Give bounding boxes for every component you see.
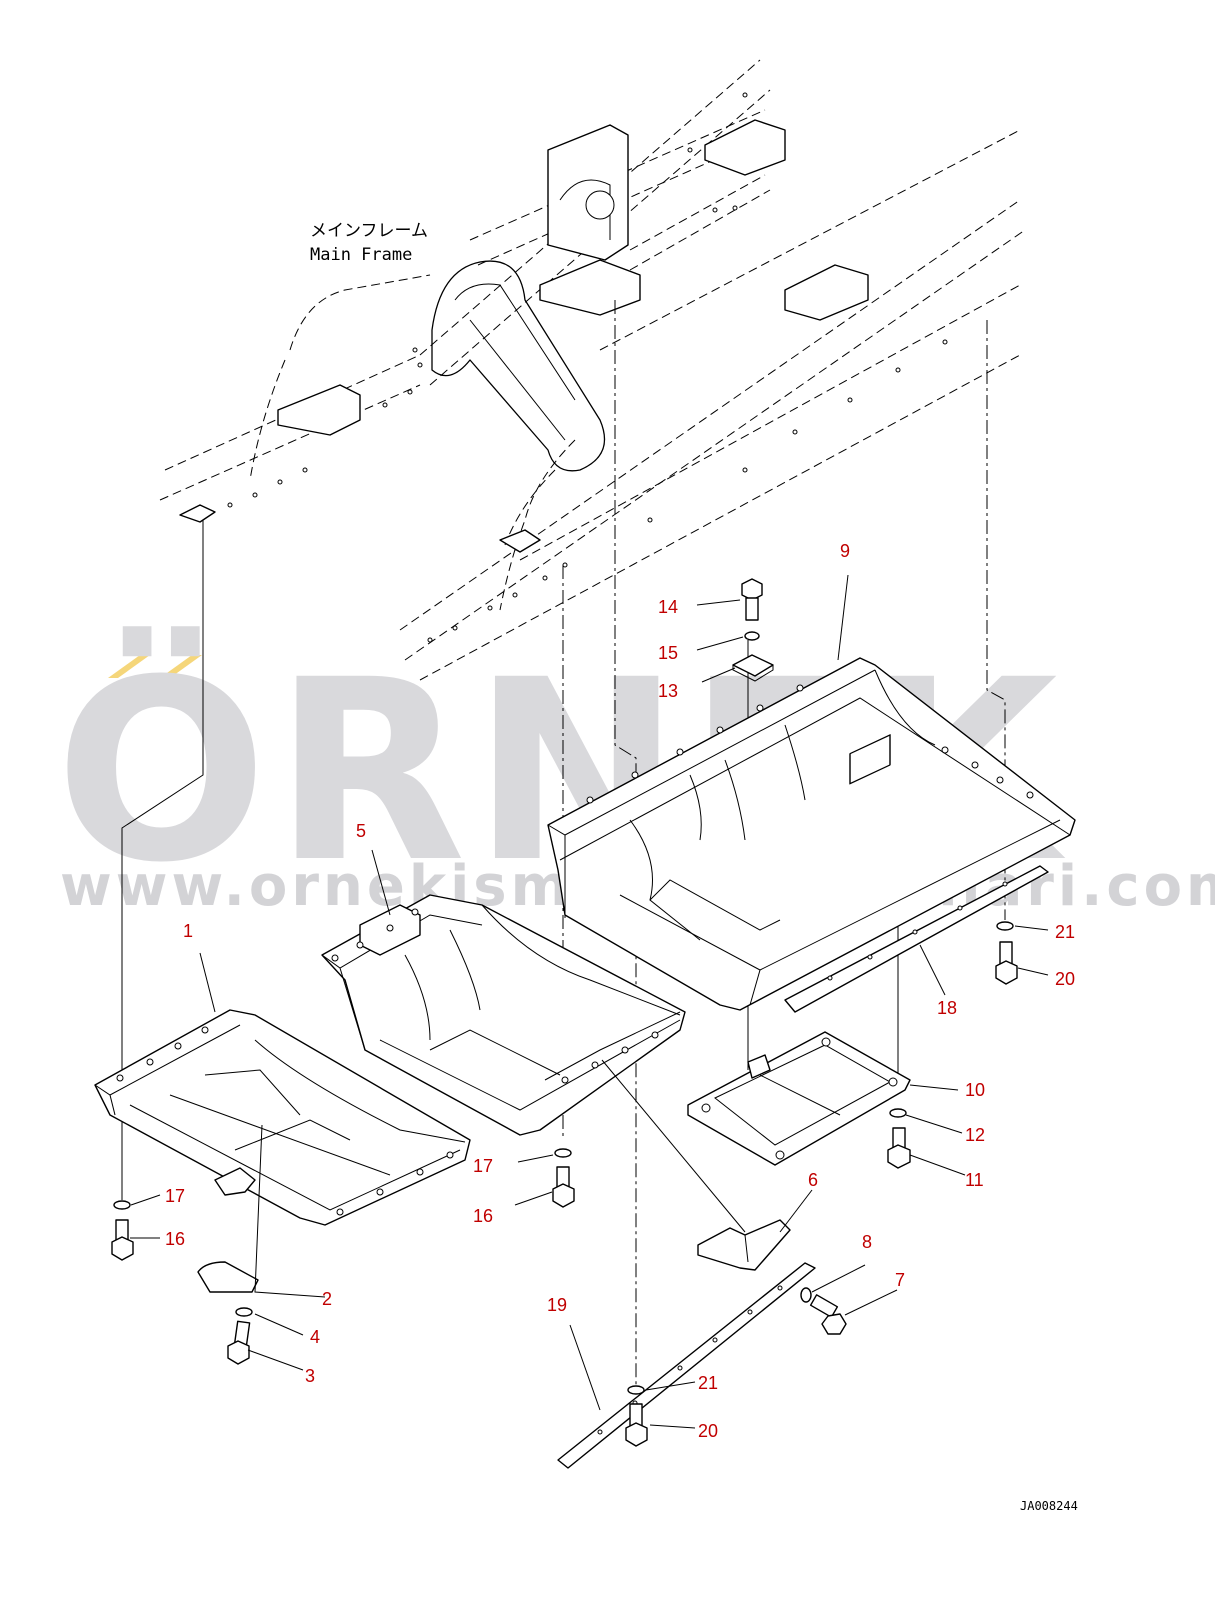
callout-16-middle: 16 <box>473 1206 493 1226</box>
callout-5: 5 <box>356 821 366 841</box>
callout-20-lower: 20 <box>698 1421 718 1441</box>
washer-15 <box>744 631 760 641</box>
callout-4: 4 <box>310 1327 320 1347</box>
washer-4 <box>235 1307 253 1317</box>
bolt-3 <box>227 1320 251 1365</box>
callout-14: 14 <box>658 597 678 617</box>
part-2-small-cover <box>197 1261 259 1293</box>
bolt-20-lower <box>625 1403 648 1447</box>
washer-8 <box>800 1287 812 1303</box>
frame-holes <box>227 92 948 643</box>
washer-12 <box>889 1108 907 1118</box>
part-19-strip <box>557 1262 816 1469</box>
part-9-holes <box>586 684 1034 804</box>
washer-17-left <box>113 1200 131 1210</box>
bolt-7 <box>809 1294 847 1335</box>
drawing-code: JA008244 <box>1020 1499 1078 1513</box>
part-1-front-undercover <box>94 1009 471 1226</box>
callout-9: 9 <box>840 541 850 561</box>
part-6-bracket <box>697 1219 791 1271</box>
bolt-16-middle <box>552 1166 575 1208</box>
callout-19: 19 <box>547 1295 567 1315</box>
callout-17-middle: 17 <box>473 1156 493 1176</box>
washer-21-upper <box>996 921 1014 931</box>
main-frame-label-en: Main Frame <box>310 245 412 265</box>
washer-21-lower <box>627 1385 645 1395</box>
callout-21-lower: 21 <box>698 1373 718 1393</box>
part-9-rear-undercover <box>547 657 1076 1011</box>
main-frame-label-jp: メインフレーム <box>310 221 428 241</box>
callout-8: 8 <box>862 1232 872 1252</box>
callout-3: 3 <box>305 1366 315 1386</box>
part-18-strip <box>784 865 1049 1013</box>
main-frame-phantom: メインフレーム Main Frame <box>159 59 1026 681</box>
callout-2: 2 <box>322 1289 332 1309</box>
callout-21-upper: 21 <box>1055 922 1075 942</box>
fasteners <box>111 578 1018 1447</box>
callout-17-left: 17 <box>165 1186 185 1206</box>
watermark-accent-mark <box>108 655 150 678</box>
part-1-holes <box>116 1026 454 1216</box>
watermark-accent-mark <box>160 655 202 678</box>
callout-6: 6 <box>808 1170 818 1190</box>
callouts: 1 2 3 4 5 6 7 8 9 10 11 12 13 14 15 16 1… <box>165 541 1075 1441</box>
leader-lines <box>130 574 1049 1429</box>
part-10-access-cover-frame <box>687 1031 911 1166</box>
bolt-14 <box>741 578 763 621</box>
callout-7: 7 <box>895 1270 905 1290</box>
callout-20-upper: 20 <box>1055 969 1075 989</box>
callout-1: 1 <box>183 921 193 941</box>
bolt-11 <box>887 1127 911 1169</box>
bolt-20-upper <box>995 941 1018 985</box>
callout-11: 11 <box>965 1170 984 1190</box>
part-5-holes <box>331 908 659 1084</box>
callout-13: 13 <box>658 681 678 701</box>
callout-18: 18 <box>937 998 957 1018</box>
part-5-center-undercover <box>321 894 686 1136</box>
callout-12: 12 <box>965 1125 985 1145</box>
callout-10: 10 <box>965 1080 985 1100</box>
callout-16-left: 16 <box>165 1229 185 1249</box>
callout-15: 15 <box>658 643 678 663</box>
bolt-16-left <box>111 1219 134 1261</box>
washer-17-middle <box>554 1148 572 1158</box>
